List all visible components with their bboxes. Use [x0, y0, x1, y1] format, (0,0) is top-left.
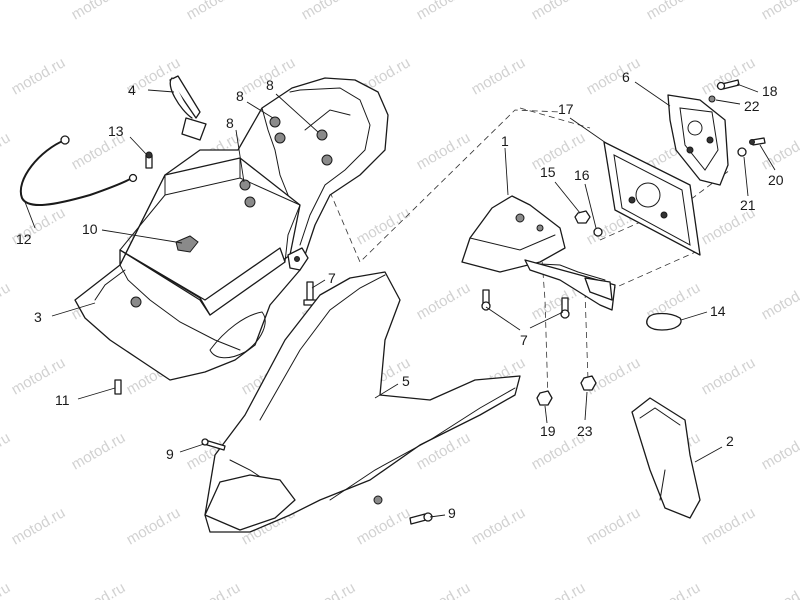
clip-part-10 [175, 235, 199, 253]
callout-9-right: 9 [448, 505, 456, 521]
callout-11: 11 [55, 392, 70, 408]
watermark-text: motod.ru [299, 0, 359, 23]
callout-20: 20 [768, 172, 784, 188]
watermark-text: motod.ru [469, 504, 529, 548]
fairing-grommet [130, 296, 142, 308]
watermark-text: motod.ru [414, 0, 474, 23]
screw-part-13 [145, 151, 153, 169]
watermark-text: motod.ru [529, 579, 589, 600]
watermark-text: motod.ru [469, 54, 529, 98]
seat-strap-part-4 [169, 75, 207, 141]
watermark-text: motod.ru [299, 579, 359, 600]
nut-part-19 [536, 390, 553, 406]
watermark-text: motod.ru [69, 429, 129, 473]
watermark-text: motod.ru [584, 504, 644, 548]
callout-14: 14 [710, 303, 726, 319]
callout-17: 17 [558, 101, 574, 117]
bolt-part-7-right-b [560, 297, 570, 319]
grommets-part-8 [239, 116, 333, 208]
screw-part-11 [114, 379, 122, 395]
watermark-text: motod.ru [124, 504, 184, 548]
watermark-text: motod.ru [0, 279, 13, 323]
watermark-text: motod.ru [759, 579, 800, 600]
nut-part-23 [580, 375, 597, 391]
callout-labels: 1 2 3 4 5 6 7 7 8 8 8 9 9 10 11 12 13 14… [16, 69, 784, 521]
storage-tray [119, 157, 301, 316]
watermark-text: motod.ru [414, 279, 474, 323]
callout-13: 13 [108, 123, 124, 139]
watermark-text: motod.ru [644, 579, 704, 600]
watermark-text: motod.ru [759, 429, 800, 473]
watermark-text: motod.ru [584, 54, 644, 98]
mud-flap-part-2 [631, 397, 701, 519]
watermark-text: motod.ru [759, 0, 800, 23]
watermark-text: motod.ru [759, 129, 800, 173]
watermark-text: motod.ru [69, 579, 129, 600]
watermark-text: motod.ru [0, 129, 13, 173]
plate-backing-part-17 [603, 141, 701, 256]
callout-8-b: 8 [266, 77, 274, 93]
watermark-text: motod.ru [354, 204, 414, 248]
callout-18: 18 [762, 83, 778, 99]
leader-lines [24, 81, 776, 518]
washer-part-21 [737, 147, 747, 157]
callout-16: 16 [574, 167, 590, 183]
screw-part-18 [716, 79, 740, 91]
callout-5: 5 [402, 373, 410, 389]
callout-21: 21 [740, 197, 756, 213]
reflector-part-14 [646, 312, 682, 331]
watermark-text: motod.ru [699, 354, 759, 398]
callout-3: 3 [34, 309, 42, 325]
callout-22: 22 [744, 98, 760, 114]
light-housing-part-6 [667, 94, 729, 186]
watermark-text: motod.ru [0, 0, 13, 23]
fairing-bracket [287, 247, 309, 271]
callout-15: 15 [540, 164, 556, 180]
callout-19: 19 [540, 423, 556, 439]
watermark-text: motod.ru [529, 0, 589, 23]
watermark-text: motod.ru [9, 54, 69, 98]
callout-12: 12 [16, 231, 32, 247]
screw-part-20 [749, 137, 766, 146]
watermark-text: motod.ru [0, 579, 13, 600]
watermark-text: motod.ru [644, 0, 704, 23]
bolt-part-7-right-a [481, 289, 491, 311]
washer-part-22 [708, 95, 716, 103]
rear-mudguard-part-5 [204, 271, 521, 533]
screw-part-9-right [409, 512, 433, 525]
screw-part-9-left [201, 438, 226, 451]
watermark-text: motod.ru [0, 429, 13, 473]
callout-10: 10 [82, 221, 98, 237]
callout-7-right: 7 [520, 332, 528, 348]
callout-6: 6 [622, 69, 630, 85]
watermark-text: motod.ru [699, 504, 759, 548]
callout-7-left: 7 [328, 270, 336, 286]
callout-1: 1 [501, 133, 509, 149]
seat-cable-part-12 [19, 135, 138, 206]
watermark-text: motod.ru [759, 279, 800, 323]
callout-23: 23 [577, 423, 593, 439]
callout-9-left: 9 [166, 446, 174, 462]
watermark-text: motod.ru [9, 504, 69, 548]
callout-8-a: 8 [236, 88, 244, 104]
watermark-text: motod.ru [354, 504, 414, 548]
callout-4: 4 [128, 82, 136, 98]
washer-part-16 [593, 227, 603, 237]
nut-part-15 [574, 210, 591, 224]
watermark-text: motod.ru [414, 579, 474, 600]
plate-holder-part-1 [461, 195, 616, 311]
watermark-text: motod.ru [184, 0, 244, 23]
callout-8-c: 8 [226, 115, 234, 131]
watermark-text: motod.ru [414, 129, 474, 173]
watermark-text: motod.ru [699, 54, 759, 98]
watermark-text: motod.ru [184, 579, 244, 600]
callout-2: 2 [726, 433, 734, 449]
watermark-text: motod.ru [69, 0, 129, 23]
